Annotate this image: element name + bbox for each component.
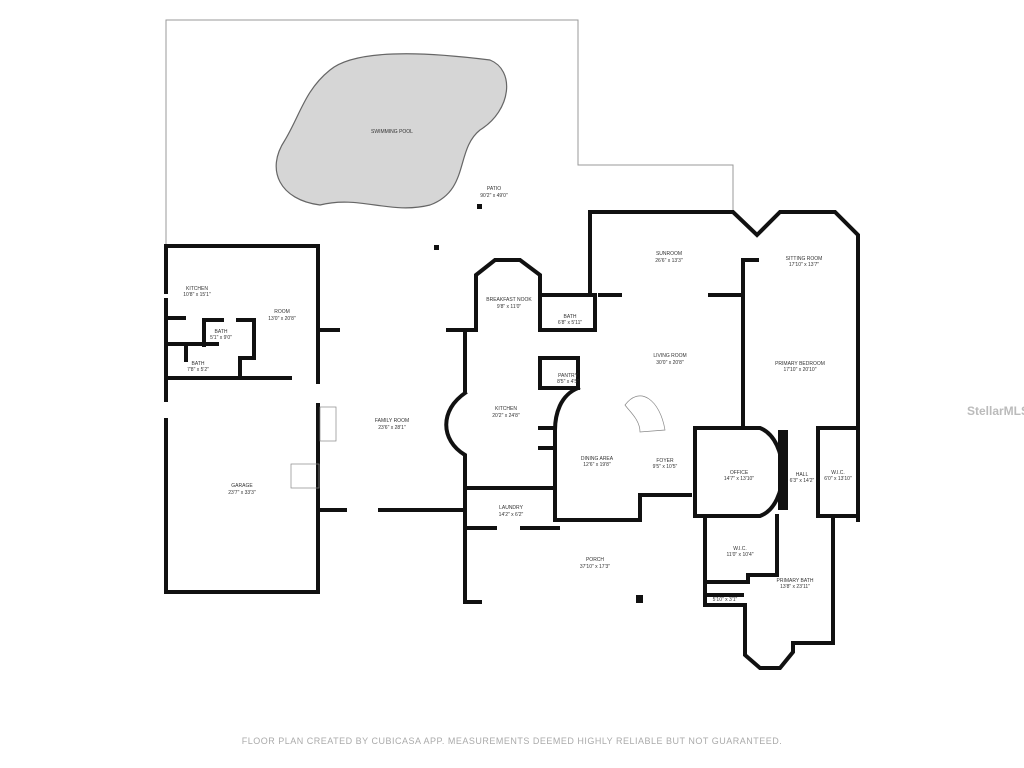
room-label-sunroom: SUNROOM [656,251,682,257]
room-label-kitchen: KITCHEN [495,406,517,412]
room-label-room: ROOM [274,309,290,315]
room-size: 17'10" x 13'7" [789,262,819,268]
room-size: 10'8" x 15'1" [183,292,211,298]
room-label-bath: BATH [215,329,228,335]
walls [164,210,860,670]
room-size: 11'0" x 10'4" [726,552,753,558]
room-label-dining-area: DINING AREA [581,456,614,462]
room-label-wic: W.I.C. [831,470,845,476]
room-size: 26'6" x 13'3" [655,258,683,264]
room-size: 6'3" x 14'2" [790,478,815,484]
room-label-pantry: PANTRY [558,373,578,379]
room-size: 90'2" x 49'0" [480,193,508,199]
room-label-hall: HALL [796,472,809,478]
room-size: 5'1" x 9'0" [210,335,232,341]
room-size: 8'5" x 4'5" [557,379,579,385]
room-size: 37'10" x 17'3" [580,564,610,570]
room-size: 23'7" x 33'3" [228,490,256,496]
room-size: 23'6" x 28'1" [378,425,406,431]
room-size: 13'0" x 20'8" [268,316,296,322]
room-label-bath: BATH [192,361,205,367]
room-label-pool: SWIMMING POOL [371,129,413,135]
swimming-pool [275,53,508,209]
footer-disclaimer: FLOOR PLAN CREATED BY CUBICASA APP. MEAS… [241,736,783,746]
room-size: 6'8" x 5'11" [558,320,582,326]
column [434,245,439,250]
room-label-living-room: LIVING ROOM [653,353,686,359]
room-size: 13'8" x 23'11" [780,584,810,590]
room-label-laundry: LAUNDRY [499,505,523,511]
room-label-sitting-room: SITTING ROOM [786,256,823,262]
room-label-foyer: FOYER [656,458,674,464]
room-label-porch: PORCH [586,557,604,563]
room-label-bath: BATH [564,314,577,320]
room-size: 14'2" x 6'2" [499,512,524,518]
room-size: 14'7" x 13'10" [724,476,754,482]
room-size: 7'8" x 5'2" [187,367,209,373]
room-labels: SWIMMING POOL PATIO 90'2" x 49'0" KITCHE… [183,129,852,603]
room-label-kitchen-guest: KITCHEN [186,286,208,292]
room-label-family-room: FAMILY ROOM [375,418,409,424]
room-size: 30'0" x 20'8" [656,360,684,366]
room-label-garage: GARAGE [231,483,253,489]
room-label-breakfast-nook: BREAKFAST NOOK [486,297,532,303]
room-size: 9'8" x 11'0" [497,304,521,310]
watermark: StellarMLS [967,404,1024,418]
room-label-primary-bath: PRIMARY BATH [777,578,814,584]
room-label-wic: W.I.C. [733,546,747,552]
room-label-primary-bedroom: PRIMARY BEDROOM [775,361,825,367]
room-size: 6'0" x 13'10" [824,476,852,482]
patio-outline [165,19,734,245]
room-label-office: OFFICE [730,470,749,476]
room-size: 12'6" x 19'8" [583,462,611,468]
room-size: 20'2" x 24'8" [492,413,520,419]
room-size: 9'5" x 10'5" [653,464,678,470]
room-size: 17'10" x 20'10" [784,367,817,373]
room-label-patio: PATIO [487,186,501,192]
column [477,204,482,209]
room-size: 5'10" x 3'1" [713,597,738,603]
